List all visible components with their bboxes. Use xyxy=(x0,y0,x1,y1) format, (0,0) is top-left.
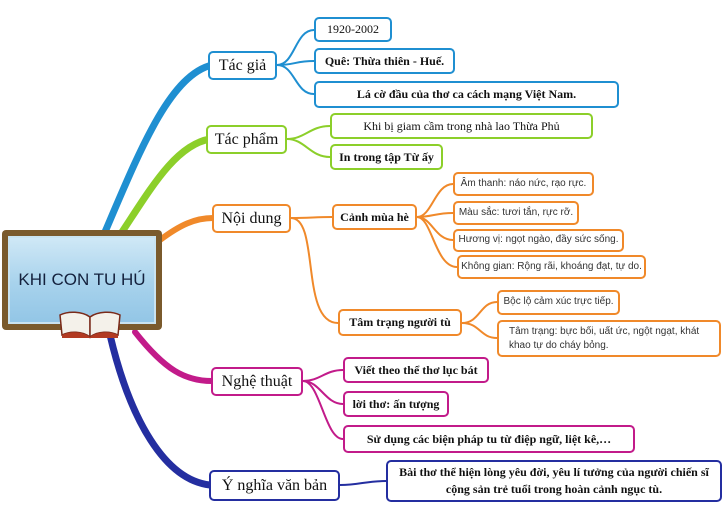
tac-gia-item-years: 1920-2002 xyxy=(314,17,392,42)
y-nghia-text: Bài thơ thể hiện lòng yêu đời, yêu lí tư… xyxy=(386,460,722,502)
branch-nghe-thuat xyxy=(132,329,215,384)
tam-trang-chi-tiet: Tâm trạng: bực bối, uất ức, ngột ngạt, k… xyxy=(497,320,721,357)
nghe-thuat-the-tho: Viết theo thể thơ lục bát xyxy=(343,357,489,383)
tam-trang-boc-lo: Bộc lộ cảm xúc trực tiếp. xyxy=(497,290,620,315)
canh-mua-he-huong-vi: Hương vị: ngọt ngào, đầy sức sống. xyxy=(453,229,624,252)
noi-dung-canh-mua-he: Cảnh mùa hè xyxy=(332,204,417,230)
branch-label-noi-dung: Nội dung xyxy=(212,204,291,233)
branch-tac-gia xyxy=(101,61,216,236)
branch-label-nghe-thuat: Nghệ thuật xyxy=(211,367,303,396)
tac-gia-item-hometown: Quê: Thừa thiên - Huế. xyxy=(314,48,455,74)
canh-mua-he-mau-sac: Màu sắc: tươi tắn, rực rỡ. xyxy=(453,201,579,225)
branch-label-tac-gia: Tác giả xyxy=(208,51,277,80)
nghe-thuat-loi-tho: lời thơ: ấn tượng xyxy=(343,391,449,417)
branch-label-tac-pham: Tác phẩm xyxy=(206,125,287,154)
branch-noi-dung xyxy=(157,215,216,243)
canh-mua-he-am-thanh: Âm thanh: náo nức, rạo rực. xyxy=(453,172,594,196)
branch-tac-pham xyxy=(116,135,214,239)
canh-mua-he-khong-gian: Không gian: Rộng rãi, khoáng đạt, tự do. xyxy=(457,255,646,279)
tac-gia-item-role: Lá cờ đầu của thơ ca cách mạng Việt Nam. xyxy=(314,81,619,108)
branch-label-y-nghia: Ý nghĩa văn bản xyxy=(209,470,340,501)
branch-y-nghia xyxy=(106,331,214,489)
tac-pham-item-context: Khi bị giam cầm trong nhà lao Thừa Phủ xyxy=(330,113,593,139)
open-book-icon xyxy=(59,311,121,339)
tac-pham-item-collection: In trong tập Từ ấy xyxy=(330,144,443,170)
noi-dung-tam-trang: Tâm trạng người tù xyxy=(338,309,462,336)
nghe-thuat-bien-phap: Sử dụng các biện pháp tu từ điệp ngữ, li… xyxy=(343,425,635,453)
